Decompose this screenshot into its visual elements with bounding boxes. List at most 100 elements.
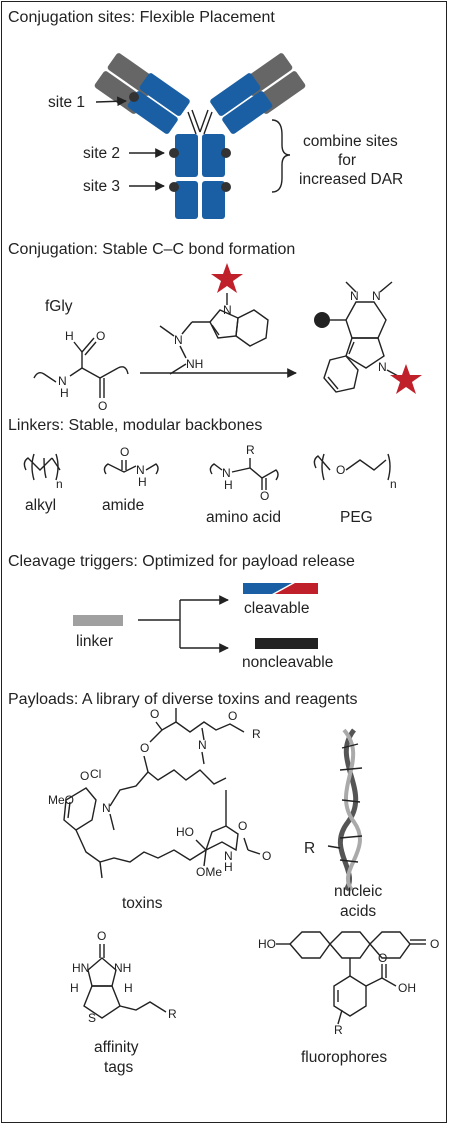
fc-domain-right-bottom <box>202 181 225 219</box>
site1-arrow <box>95 96 127 107</box>
linker-label: linker <box>76 633 113 650</box>
bond <box>179 345 187 359</box>
bracket <box>55 453 59 481</box>
bond <box>81 367 101 379</box>
section-title-conjugation: Conjugation: Stable C–C bond formation <box>8 241 295 258</box>
atom-label: R <box>168 1007 177 1021</box>
atom-label: N <box>224 849 233 863</box>
bond <box>348 341 355 355</box>
hinge-line <box>191 109 201 133</box>
atom-label: NH <box>114 961 131 975</box>
section-linkers: Linkers: Stable, modular backbones n alk… <box>8 417 397 526</box>
product-benzene-ring <box>323 355 359 393</box>
atom-label: MeO <box>48 793 74 807</box>
atom-label: O <box>378 951 387 965</box>
bond <box>379 281 393 293</box>
amide-linker: O N H amide <box>102 445 159 514</box>
bond-macrocycle <box>75 829 207 863</box>
section-payloads: Payloads: A library of diverse toxins an… <box>8 691 439 1076</box>
product-structure: N N N <box>314 281 422 394</box>
bond-wavy <box>33 371 57 383</box>
helix-rung <box>339 767 363 771</box>
hinge-line <box>203 111 213 135</box>
helix-rung <box>339 859 359 863</box>
bond <box>243 837 249 851</box>
bond <box>99 367 119 379</box>
peg-linker: O n PEG <box>313 453 397 526</box>
bond <box>109 813 115 831</box>
fluorescein-pendant-ring <box>333 975 367 1017</box>
bond <box>203 849 207 867</box>
noncleavable-bar <box>255 638 318 649</box>
bond-wavy <box>117 366 129 375</box>
site2-label: site 2 <box>83 145 120 162</box>
payload-star <box>211 263 243 293</box>
atom-label: S <box>88 1011 96 1025</box>
product-pyrazine-ring <box>345 301 387 339</box>
alkyl-linker: n alkyl <box>23 453 63 514</box>
cleavable-label: cleavable <box>244 600 310 617</box>
atom-label: O <box>228 709 237 723</box>
fc-domain-left-top <box>175 134 198 177</box>
bond <box>159 325 175 337</box>
bond <box>84 341 97 356</box>
atom-label: H <box>124 981 133 995</box>
atom-label: N <box>350 289 359 303</box>
atom-label: O <box>97 929 106 943</box>
bond <box>211 324 220 336</box>
atom-label: O <box>150 707 159 721</box>
bond <box>99 861 103 879</box>
bond <box>345 281 357 293</box>
helix-strand-1 <box>338 728 359 892</box>
atom-label: O <box>238 819 247 833</box>
bond <box>231 467 279 481</box>
bond <box>365 977 383 987</box>
conjugation-dot-site3-right <box>221 182 231 192</box>
product-antibody-dot <box>314 312 330 328</box>
atom-label: H <box>70 981 79 995</box>
atom-label: O <box>260 489 269 503</box>
fluorophores-label: fluorophores <box>301 1049 387 1066</box>
indole-pyrrole-ring <box>209 309 239 339</box>
noncleavable-label: noncleavable <box>242 654 333 671</box>
helix-strand-2 <box>342 728 362 892</box>
conjugation-dot-site1 <box>129 92 139 102</box>
combine-label-1: combine sites <box>303 133 398 150</box>
section-title-linkers: Linkers: Stable, modular backbones <box>8 417 262 434</box>
heavy-chain-left-top <box>139 73 190 116</box>
combine-label-3: increased DAR <box>299 171 403 188</box>
bracket <box>31 453 35 481</box>
fc-domain-left-bottom <box>175 181 198 219</box>
cleavable-bar-red <box>275 583 318 594</box>
bracket <box>387 453 391 481</box>
atom-label: HO <box>258 937 276 951</box>
conjugation-dot-site2-right <box>221 148 231 158</box>
payload-star-product <box>390 364 422 394</box>
atom-label: N <box>198 738 207 752</box>
site3-label: site 3 <box>83 178 120 195</box>
amino-acid-label: amino acid <box>206 509 281 526</box>
atom-label: N <box>222 466 231 480</box>
fluorescein-structure: HO O O OH R fluorophores <box>258 931 439 1066</box>
site1-label: site 1 <box>48 94 85 111</box>
atom-label: R <box>304 840 315 857</box>
atom-label: H <box>65 329 74 343</box>
product-pyrrole-ring <box>345 337 385 369</box>
combine-label-2: for <box>338 152 356 169</box>
alkyl-label: alkyl <box>25 497 56 514</box>
cleavable-bar-blue <box>243 583 292 594</box>
atom-label: O <box>140 741 149 755</box>
bond <box>103 463 137 475</box>
atom-label: H <box>60 386 69 400</box>
bond-zigzag <box>23 457 61 479</box>
bond <box>119 1001 167 1013</box>
nucleic-label-1: nucleic <box>334 883 382 900</box>
bond <box>81 337 95 353</box>
toxin-structure: O O N R O Cl MeO O N HO OMe O <box>48 707 271 912</box>
bond <box>195 839 207 851</box>
helix-rung <box>339 835 363 839</box>
affinity-label-2: tags <box>104 1059 134 1076</box>
bond <box>67 801 71 819</box>
